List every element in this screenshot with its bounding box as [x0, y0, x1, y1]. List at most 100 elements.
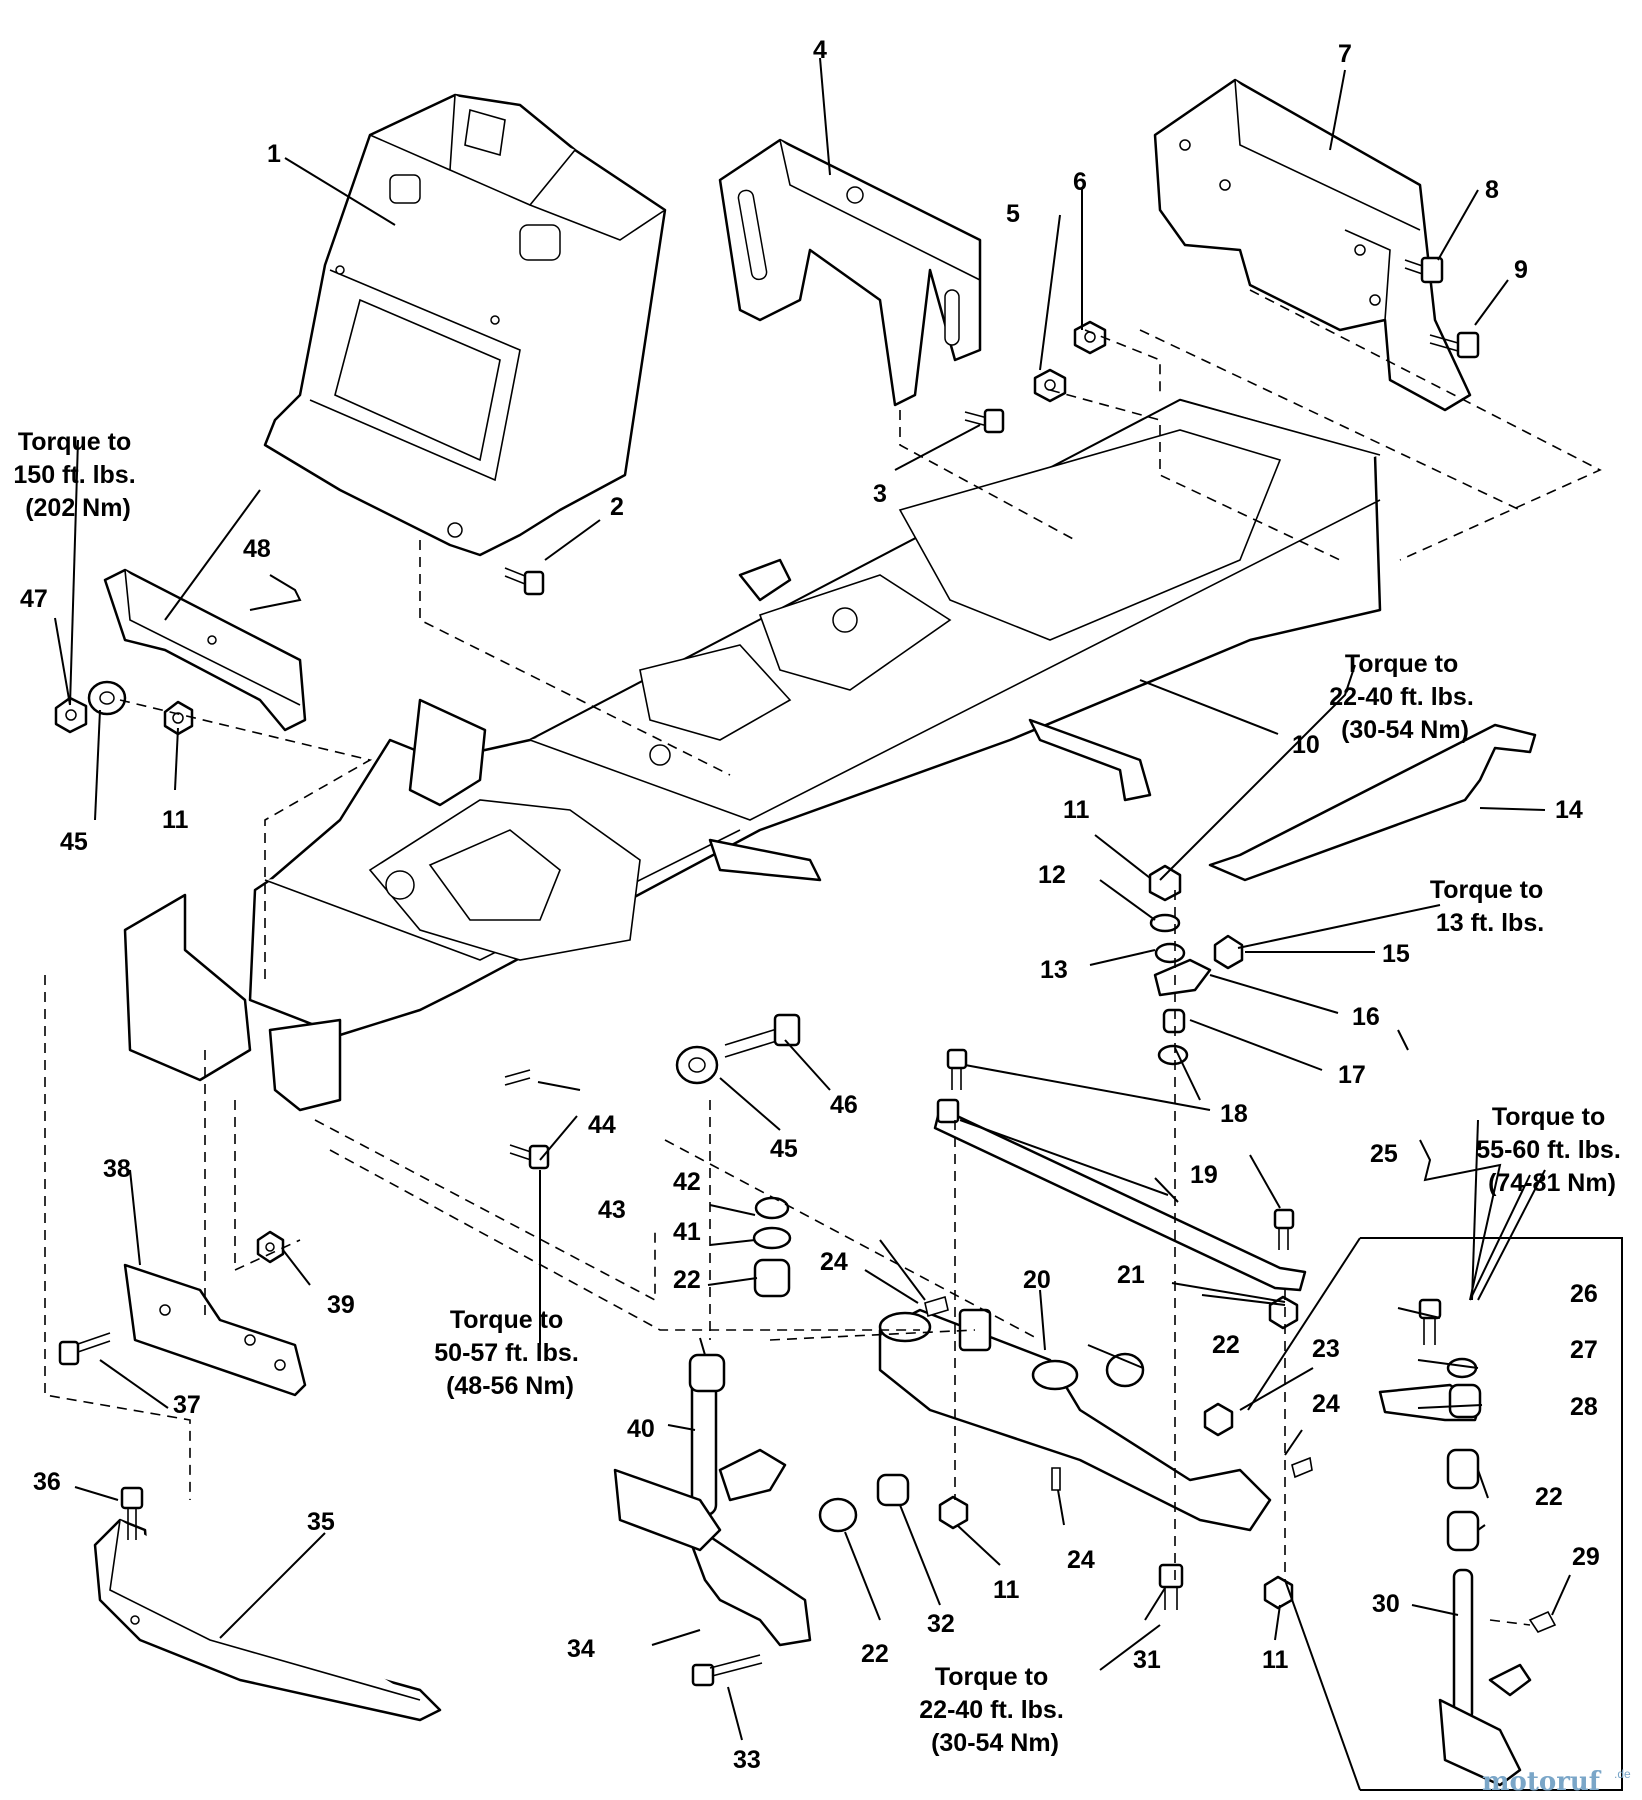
- label-36: 36: [33, 1468, 61, 1496]
- washer-part-45-a: [87, 680, 127, 716]
- label-11-c: 11: [993, 1576, 1020, 1604]
- label-6: 6: [1073, 168, 1087, 196]
- part-20-axle: [878, 1308, 1272, 1532]
- torque-notes: Torque to 150 ft. lbs. (202 Nm) Torque t…: [13, 428, 1627, 1757]
- label-25: 25: [1370, 1140, 1398, 1168]
- label-2: 2: [610, 493, 624, 521]
- part-14-drag-link: [1208, 723, 1537, 882]
- label-3: 3: [873, 480, 887, 508]
- label-19: 19: [1190, 1161, 1218, 1189]
- bolt-part-37: [58, 1332, 111, 1366]
- washer-part-45-b: [675, 1045, 719, 1085]
- label-47: 47: [20, 585, 48, 613]
- bolt-part-36: [120, 1486, 144, 1540]
- bolt-part-18-b: [1273, 1208, 1295, 1250]
- label-31: 31: [1133, 1646, 1161, 1674]
- label-5: 5: [1006, 200, 1020, 228]
- nut-part-47: [54, 696, 88, 734]
- watermark-text: motoruf: [1482, 1767, 1602, 1797]
- part-19-tie-rod: [933, 1098, 1307, 1292]
- arm-part-28: [1378, 1383, 1482, 1422]
- label-26: 26: [1570, 1280, 1598, 1308]
- torque-note-22-40-bottom: Torque to 22-40 ft. lbs. (30-54 Nm): [919, 1663, 1070, 1757]
- part-40-spindle: [613, 1373, 787, 1552]
- label-28: 28: [1570, 1393, 1598, 1421]
- label-11-b: 11: [1063, 796, 1090, 824]
- label-21: 21: [1117, 1261, 1145, 1289]
- bushing-part-22-d: [818, 1497, 858, 1533]
- label-7: 7: [1338, 40, 1352, 68]
- assembly-lines: [44, 289, 1602, 1626]
- label-12: 12: [1038, 861, 1066, 889]
- label-24-b: 24: [1312, 1390, 1340, 1418]
- nut-part-39: [256, 1230, 285, 1264]
- bolt-part-44: [504, 1069, 531, 1086]
- label-14: 14: [1555, 796, 1583, 824]
- label-33: 33: [733, 1746, 761, 1774]
- part-4-bracket: [718, 138, 982, 407]
- label-17: 17: [1338, 1061, 1366, 1089]
- washer-part-41: [752, 1226, 792, 1250]
- label-10: 10: [1292, 731, 1320, 759]
- nut-part-5: [1033, 368, 1067, 403]
- label-22-a: 22: [673, 1266, 701, 1294]
- nut-part-11-d: [1148, 864, 1182, 902]
- bolt-part-8: [1404, 256, 1444, 284]
- label-8: 8: [1485, 176, 1499, 204]
- nut-part-23: [1203, 1402, 1234, 1437]
- watermark-suffix: .de: [1614, 1767, 1631, 1781]
- bushing-part-22-c: [1105, 1352, 1145, 1388]
- part-7-rear-bracket: [1153, 78, 1472, 412]
- bushing-part-22-e: [1446, 1448, 1480, 1490]
- label-20: 20: [1023, 1266, 1051, 1294]
- ball-joint-part-16: [1153, 958, 1212, 997]
- bolt-part-9: [1429, 331, 1480, 359]
- label-24-a: 24: [820, 1248, 848, 1276]
- label-4: 4: [813, 36, 827, 64]
- part-34-bracket: [688, 1528, 812, 1647]
- spacer-part-17: [1162, 1008, 1186, 1034]
- label-22-c: 22: [861, 1640, 889, 1668]
- bushing-part-22-f: [1446, 1510, 1480, 1552]
- label-46: 46: [830, 1091, 858, 1119]
- label-38: 38: [103, 1155, 131, 1183]
- label-22-d: 22: [1535, 1483, 1563, 1511]
- label-30: 30: [1372, 1590, 1400, 1618]
- washer-part-12: [1149, 913, 1181, 933]
- label-18: 18: [1220, 1100, 1248, 1128]
- torque-note-50-57: Torque to 50-57 ft. lbs. (48-56 Nm): [434, 1306, 585, 1400]
- spacer-part-32: [876, 1473, 910, 1507]
- part-38-plate: [123, 1263, 307, 1397]
- label-43: 43: [598, 1196, 626, 1224]
- nut-part-11-c: [1263, 1575, 1294, 1610]
- label-40: 40: [627, 1415, 655, 1443]
- label-1: 1: [267, 140, 281, 168]
- label-35: 35: [307, 1508, 335, 1536]
- clip-part-42: [754, 1196, 790, 1220]
- nut-part-11-b: [938, 1495, 969, 1530]
- part-48-bracket: [103, 568, 307, 732]
- bolt-part-3: [964, 408, 1005, 434]
- torque-note-55-60: Torque to 55-60 ft. lbs. (74-81 Nm): [1476, 1103, 1627, 1197]
- label-13-a: 13: [1040, 956, 1068, 984]
- bushing-part-22-b: [753, 1258, 791, 1298]
- inset-box-part-25: [1247, 1237, 1623, 1791]
- label-15: 15: [1382, 940, 1410, 968]
- nut-part-6: [1073, 320, 1107, 355]
- label-37: 37: [173, 1391, 201, 1419]
- label-29: 29: [1572, 1543, 1600, 1571]
- label-22-b: 22: [1212, 1331, 1240, 1359]
- torque-note-22-40-top: Torque to 22-40 ft. lbs. (30-54 Nm): [1329, 650, 1480, 744]
- part-1-dash-housing: [263, 93, 667, 557]
- bolt-part-26: [1418, 1298, 1442, 1345]
- label-39: 39: [327, 1291, 355, 1319]
- bolt-part-18-a: [946, 1048, 968, 1090]
- nut-part-11-a: [163, 700, 194, 736]
- label-24-c: 24: [1067, 1546, 1095, 1574]
- bolt-part-33: [691, 1654, 763, 1687]
- label-41: 41: [673, 1218, 701, 1246]
- nut-part-15: [1213, 934, 1244, 970]
- bolt-part-43: [509, 1144, 550, 1170]
- torque-note-13: Torque to 13 ft. lbs.: [1430, 876, 1550, 937]
